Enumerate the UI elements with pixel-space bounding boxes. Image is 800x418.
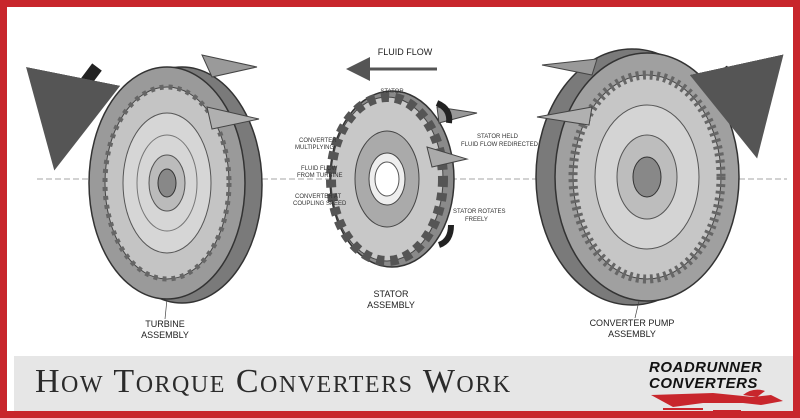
torque-converter-diagram: TURBINE ASSEMBLY FLUID FLOW STATOR STATO… xyxy=(26,47,787,340)
fluid-flow-small-label: FLUID FLOW xyxy=(301,166,338,172)
stator-assembly-label-line1: STATOR xyxy=(373,289,409,299)
turbine-label-line2: ASSEMBLY xyxy=(141,330,189,340)
title-banner xyxy=(14,356,793,411)
turbine-assembly xyxy=(26,54,263,304)
logo-line2: CONVERTERS xyxy=(649,375,758,392)
stator-top-label: STATOR xyxy=(380,89,404,95)
from-turbine-label: FROM TURBINE xyxy=(297,173,343,179)
converter-pump-assembly xyxy=(535,48,784,306)
stator-assembly-label-line2: ASSEMBLY xyxy=(367,300,415,310)
turbine-label-line1: TURBINE xyxy=(145,319,185,329)
roadrunner-logo: ROADRUNNER CONVERTERS xyxy=(643,359,793,411)
converter-label: CONVERTER xyxy=(299,138,337,144)
freely-label: FREELY xyxy=(465,217,488,223)
page-title: How Torque Converters Work xyxy=(35,363,512,400)
coupling-speed-label: COUPLING SPEED xyxy=(293,201,347,207)
converter-at-label: CONVERTER AT xyxy=(295,194,341,200)
logo-line1: ROADRUNNER xyxy=(649,359,763,376)
stator-assembly xyxy=(326,90,478,268)
pump-label-line2: ASSEMBLY xyxy=(608,329,656,339)
fluid-flow-redirected-label: FLUID FLOW REDIRECTED xyxy=(461,142,539,148)
stator-rotates-label: STATOR ROTATES xyxy=(453,209,505,215)
stator-held-label: STATOR HELD xyxy=(477,134,519,140)
roadrunner-bird-icon xyxy=(651,389,783,411)
fluid-flow-label: FLUID FLOW xyxy=(378,47,433,57)
multiplying-label: MULTIPLYING xyxy=(295,145,334,151)
pump-label-line1: CONVERTER PUMP xyxy=(590,318,675,328)
